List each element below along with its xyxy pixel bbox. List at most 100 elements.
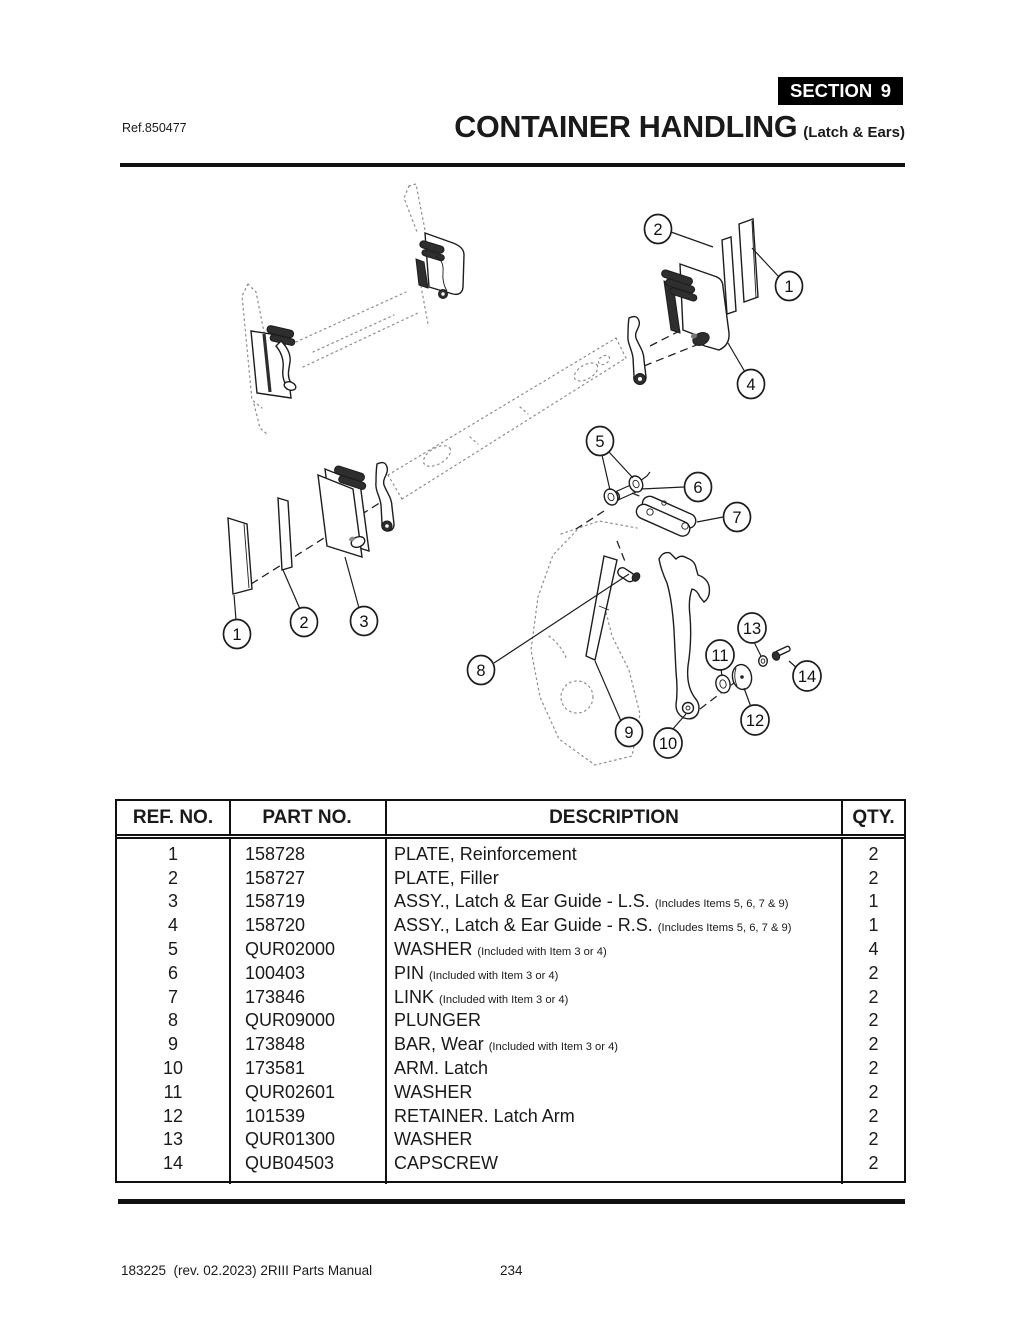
description-note: (Included with Item 3 or 4): [488, 1041, 619, 1054]
cell-qty: 2: [868, 843, 879, 864]
cell-ref-no: 2: [167, 867, 178, 888]
description-text: WASHER: [394, 1081, 473, 1102]
parts-table-header: REF. NO. PART NO. DESCRIPTION QTY.: [117, 801, 904, 839]
cell-description: PIN (Included with Item 3 or 4): [385, 964, 843, 982]
cell-ref-no: 5: [167, 939, 178, 960]
cell-qty: 2: [868, 986, 879, 1007]
cell-qty: 2: [868, 1081, 879, 1102]
svg-text:2: 2: [653, 221, 662, 239]
callout-13: 13: [737, 612, 767, 644]
cell-part-no: QUR09000: [245, 1010, 336, 1031]
callout-12: 12: [740, 704, 770, 736]
cell-description: PLATE, Filler: [385, 869, 843, 887]
callout-11: 11: [705, 639, 735, 671]
cell-qty: 2: [868, 1010, 879, 1031]
cell-part-no: 158727: [245, 867, 306, 888]
part-center-bracket: [415, 231, 465, 299]
exploded-parts-diagram: 2 1 4 5 6 7 1 2 3 8 9 10 11 12 13 14: [222, 183, 822, 766]
part-left-bracket-assembly: [250, 325, 297, 399]
column-header-part-no: PART NO.: [262, 806, 352, 828]
description-note: (Includes Items 5, 6, 7 & 9): [654, 898, 789, 911]
section-badge-label: SECTION: [790, 80, 873, 101]
cell-description: LINK(Included with Item 3 or 4): [385, 988, 843, 1006]
description-note: (Includes Items 5, 6, 7 & 9): [657, 922, 792, 935]
cell-part-no: 173581: [245, 1058, 306, 1079]
cell-ref-no: 13: [162, 1129, 184, 1150]
description-text: PIN: [394, 962, 425, 983]
cell-qty: 1: [868, 891, 879, 912]
header-rule: [120, 163, 905, 167]
table-row: 6 100403 PIN (Included with Item 3 or 4) 2: [117, 961, 904, 985]
callout-4: 4: [736, 368, 766, 400]
cell-ref-no: 6: [167, 962, 178, 983]
description-text: WASHER: [394, 1129, 473, 1150]
cell-ref-no: 4: [167, 915, 178, 936]
svg-text:1: 1: [232, 626, 241, 644]
page-subtitle: (Latch & Ears): [803, 124, 905, 141]
svg-text:13: 13: [743, 620, 761, 638]
cell-ref-no: 9: [167, 1034, 178, 1055]
cell-qty: 2: [868, 1058, 879, 1079]
description-text: PLUNGER: [394, 1010, 482, 1031]
cell-description: CAPSCREW: [385, 1154, 843, 1172]
cell-description: ASSY., Latch & Ear Guide - L.S. (Includes…: [385, 892, 843, 910]
part-latch-arm: [658, 551, 711, 720]
part-filler-plate-bottom: [277, 497, 293, 571]
column-header-qty: QTY.: [852, 806, 895, 828]
cell-description: PLUNGER: [385, 1011, 843, 1029]
section-badge: SECTION 9: [778, 77, 903, 105]
cell-description: WASHER(Included with Item 3 or 4): [385, 940, 843, 958]
cell-ref-no: 10: [162, 1058, 184, 1079]
dotted-frame-guides: [241, 183, 641, 766]
callout-10: 10: [653, 727, 683, 759]
part-latch-ear-guide-ls: [317, 461, 395, 558]
cell-qty: 2: [868, 867, 879, 888]
section-badge-number: 9: [880, 80, 891, 101]
svg-text:11: 11: [711, 647, 728, 665]
footer-page-number: 234: [500, 1263, 523, 1278]
part-link: [635, 495, 697, 537]
cell-qty: 2: [868, 1129, 879, 1150]
column-header-description: DESCRIPTION: [549, 806, 679, 828]
cell-part-no: 173848: [245, 1034, 306, 1055]
footer-rule: [118, 1199, 905, 1204]
description-note: (Included with Item 3 or 4): [429, 969, 559, 982]
description-text: ASSY., Latch & Ear Guide - L.S.: [394, 891, 650, 912]
svg-text:4: 4: [746, 376, 755, 394]
footer-doc-info: 183225 (rev. 02.2023) 2RIII Parts Manual: [121, 1263, 373, 1278]
description-note: (Included with Item 3 or 4): [477, 945, 607, 958]
svg-text:5: 5: [595, 433, 604, 451]
part-capscrew-14: [771, 645, 791, 661]
table-column-divider: [385, 839, 387, 1184]
cell-part-no: QUB04503: [245, 1153, 335, 1174]
callout-8: 8: [466, 654, 496, 686]
table-row: 13 QUR01300 WASHER 2: [117, 1128, 904, 1152]
cell-part-no: 158728: [245, 843, 306, 864]
svg-text:6: 6: [693, 479, 702, 497]
cell-qty: 2: [868, 962, 879, 983]
cell-part-no: 100403: [245, 962, 306, 983]
part-hook-arm-right: [627, 315, 647, 385]
cell-part-no: 101539: [245, 1105, 306, 1126]
table-column-divider: [841, 839, 843, 1184]
svg-text:10: 10: [659, 735, 677, 753]
column-header-ref-no: REF. NO.: [132, 806, 214, 828]
table-column-divider: [385, 801, 387, 834]
reference-number: Ref.850477: [122, 121, 187, 135]
callout-7: 7: [722, 501, 752, 533]
callout-3: 3: [349, 605, 379, 637]
part-reinforcement-plate-bottom: [227, 517, 253, 595]
cell-description: ASSY., Latch & Ear Guide - R.S.(Includes…: [385, 916, 843, 934]
description-text: PLATE, Reinforcement: [394, 843, 577, 864]
cell-part-no: QUR01300: [245, 1129, 336, 1150]
